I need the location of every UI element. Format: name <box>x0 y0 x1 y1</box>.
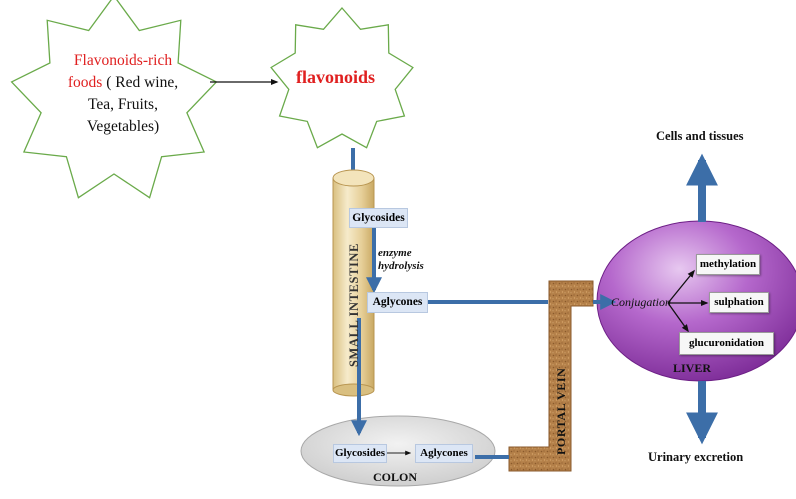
conjugation-to-methylation-arrow <box>667 269 695 304</box>
conjugation-to-glucuronidation-arrow <box>667 302 689 333</box>
colon-aglycones-box: Aglycones <box>415 444 473 463</box>
small-intestine-label: SMALL INTESTINE <box>347 243 361 367</box>
si-glycosides-box: Glycosides <box>349 208 408 228</box>
glucuronidation-box: glucuronidation <box>679 332 774 355</box>
foods-line1: Flavonoids-rich <box>73 52 173 69</box>
colon-shape <box>300 415 496 487</box>
foods-star <box>10 0 218 199</box>
flavonoids-label: flavonoids <box>295 67 376 87</box>
portal-vein-label: PORTAL VEIN <box>554 368 568 455</box>
foods-label: Flavonoids-rich foods ( Red wine, Tea, F… <box>48 50 198 138</box>
si-aglycones-box: Aglycones <box>367 292 428 313</box>
liver-label: LIVER <box>673 361 712 375</box>
colon-glycosides-box: Glycosides <box>333 444 387 463</box>
enzyme-line2: hydrolysis <box>378 260 424 272</box>
sulphation-box: sulphation <box>709 292 769 313</box>
urinary-excretion-label: Urinary excretion <box>648 450 744 464</box>
cells-tissues-label: Cells and tissues <box>656 129 744 143</box>
flavonoids-star <box>270 7 414 149</box>
foods-line2-rest: ( Red wine, <box>102 74 179 91</box>
portal-vein-shape <box>508 280 594 472</box>
enzyme-hydrolysis-label: enzyme hydrolysis <box>378 247 424 273</box>
enzyme-line1: enzyme <box>378 247 412 259</box>
small-intestine-top <box>332 169 375 187</box>
colon-label: COLON <box>373 470 418 484</box>
conjugation-label: Conjugation <box>611 295 672 309</box>
foods-line4: Vegetables) <box>86 118 160 135</box>
foods-line2-red: foods <box>67 74 103 91</box>
foods-line3: Tea, Fruits, <box>88 96 158 113</box>
methylation-box: methylation <box>696 254 760 275</box>
small-intestine-bottom <box>332 383 375 397</box>
